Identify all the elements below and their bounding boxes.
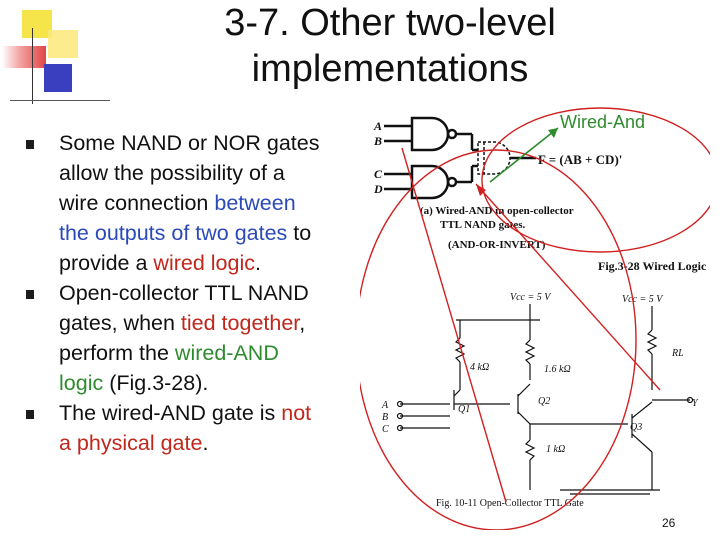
bullet-highlight: between the outputs of two gates — [59, 191, 296, 245]
bullet-text: , perform the — [59, 311, 306, 365]
input-label: A — [381, 400, 389, 411]
transistor-label: Q3 — [630, 422, 642, 433]
bullet-text: The wired-AND gate is — [59, 401, 282, 425]
transistor-label: Q2 — [538, 396, 550, 407]
bullet-highlight: tied together — [180, 311, 300, 335]
input-label: B — [382, 412, 388, 423]
input-label: B — [373, 134, 382, 148]
nand-gate-1 — [410, 116, 450, 152]
figure-caption: (a) Wired-AND in open-collector — [420, 205, 574, 217]
bullet-text: Some NAND or NOR gates allow the possibi… — [59, 131, 320, 215]
arrow-head-icon — [476, 184, 486, 196]
decor-yellow-square-2 — [48, 30, 78, 58]
resistor-label: 1 kΩ — [546, 444, 565, 455]
decor-red-bar — [2, 46, 46, 68]
bullet-marker-icon — [26, 140, 34, 149]
bullet-item: The wired-AND gate is not a physical gat… — [26, 398, 326, 458]
bullet-list: Some NAND or NOR gates allow the possibi… — [26, 128, 326, 458]
bullet-text: (Fig.3-28). — [103, 371, 209, 395]
bullet-text: . — [202, 431, 209, 455]
bullet-highlight: wired logic — [153, 251, 255, 275]
bullet-item: Some NAND or NOR gates allow the possibi… — [26, 128, 326, 278]
slide-title: 3-7. Other two-level implementations — [224, 2, 556, 90]
bullet-marker-icon — [26, 410, 34, 419]
resistor-label: 1.6 kΩ — [544, 364, 571, 375]
decor-vertical-line — [32, 28, 33, 104]
decor-blue-square — [44, 64, 72, 92]
figure-caption: (AND-OR-INVERT) — [448, 239, 546, 251]
decor-horizontal-line — [10, 100, 110, 101]
wired-and-label: Wired-And — [560, 112, 646, 132]
input-label: C — [382, 424, 389, 435]
bullet-highlight: not a physical gate — [59, 401, 312, 455]
vcc-label: Vcc = 5 V — [510, 292, 552, 303]
resistor-label: RL — [671, 348, 684, 359]
annotation-line — [401, 147, 507, 503]
vcc-label: Vcc = 5 V — [622, 294, 664, 305]
input-label: D — [373, 182, 383, 196]
bullet-text: to provide a — [59, 221, 312, 275]
figure-caption-bottom: Fig. 10-11 Open-Collector TTL Gate — [436, 498, 584, 509]
output-expression: F = (AB + CD)' — [538, 152, 622, 167]
page-number: 26 — [662, 516, 676, 530]
wired-and-pointer — [489, 127, 559, 183]
highlight-ellipse-small — [481, 107, 710, 253]
green-arrow-head-icon — [548, 128, 558, 138]
annotation-arrow — [475, 183, 661, 391]
highlight-ellipse-large — [360, 149, 637, 530]
bullet-text: Open-collector TTL NAND gates, when — [59, 281, 309, 335]
wired-logic-figure: A B C D F = (AB + CD)' (a) Wired-AND in … — [360, 107, 710, 530]
output-label: Y — [692, 398, 699, 409]
bullet-marker-icon — [26, 290, 34, 299]
figure-reference: Fig.3-28 Wired Logic — [598, 259, 707, 273]
bullet-highlight: wired-AND logic — [59, 341, 279, 395]
input-label: A — [373, 119, 382, 133]
resistor-label: 4 kΩ — [470, 362, 489, 373]
transistor-label: Q1 — [458, 404, 470, 415]
bullet-item: Open-collector TTL NAND gates, when tied… — [26, 278, 326, 398]
input-label: C — [374, 167, 383, 181]
bullet-text: . — [255, 251, 261, 275]
decor-yellow-square — [22, 10, 52, 38]
